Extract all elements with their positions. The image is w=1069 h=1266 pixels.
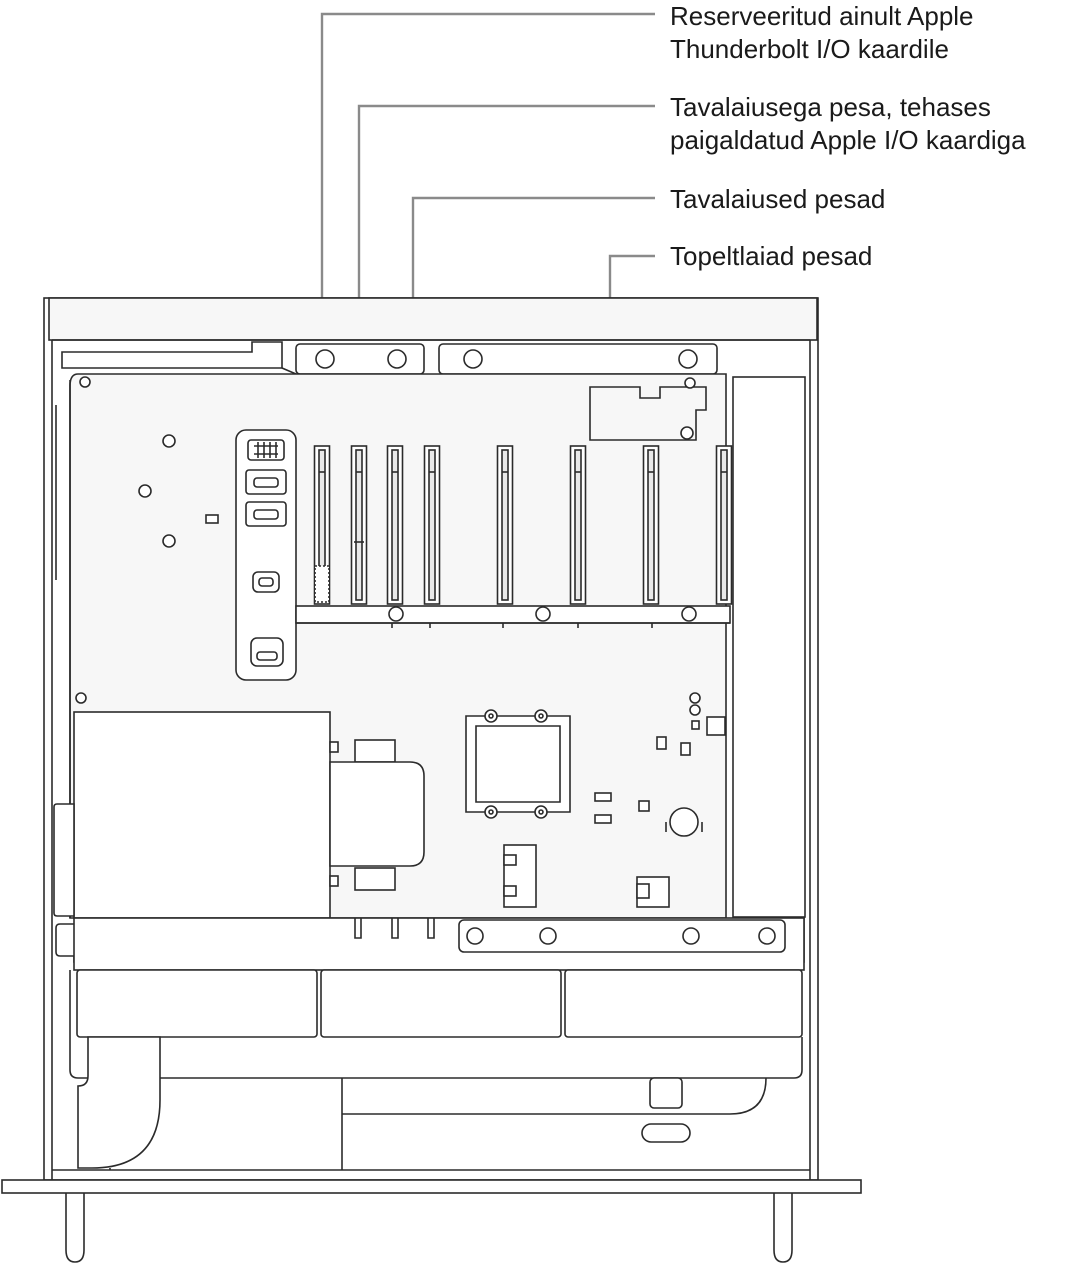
callout-line: Reserveeritud ainult Apple bbox=[670, 1, 974, 31]
pcie-slot bbox=[386, 445, 404, 605]
pcie-slot bbox=[350, 445, 368, 605]
pcie-slot bbox=[569, 445, 587, 605]
slot-retention-bar bbox=[295, 605, 731, 628]
pcie-slot-group bbox=[313, 445, 733, 605]
callout-line: Thunderbolt I/O kaardile bbox=[670, 34, 949, 64]
callout-thunderbolt-slot: Reserveeritud ainult Apple Thunderbolt I… bbox=[670, 0, 974, 66]
rear-io-plate bbox=[235, 429, 297, 681]
pcie-slot bbox=[715, 445, 733, 605]
storage-bays bbox=[69, 969, 803, 1079]
leader-thunderbolt bbox=[320, 12, 655, 436]
bottom-fan-duct bbox=[52, 1036, 810, 1171]
callout-line: Topeltlaiad pesad bbox=[670, 241, 873, 271]
board-components bbox=[503, 692, 726, 908]
callout-line: Tavalaiusega pesa, tehases bbox=[670, 92, 991, 122]
pcie-slot bbox=[423, 445, 441, 605]
power-supply bbox=[53, 711, 425, 919]
right-side-panel bbox=[732, 376, 806, 918]
top-rail bbox=[61, 341, 718, 375]
callout-double-wide-slots: Topeltlaiad pesad bbox=[670, 240, 872, 273]
callout-line: paigaldatud Apple I/O kaardiga bbox=[670, 125, 1026, 155]
callout-standard-slots: Tavalaiused pesad bbox=[670, 183, 885, 216]
callout-line: Tavalaiused pesad bbox=[670, 184, 886, 214]
lower-rail bbox=[55, 917, 805, 971]
pcie-slot bbox=[313, 445, 331, 605]
callout-io-card-slot: Tavalaiusega pesa, tehases paigaldatud A… bbox=[670, 91, 1026, 157]
pcie-slot bbox=[642, 445, 660, 605]
cpu-socket bbox=[465, 709, 571, 819]
pcie-slot bbox=[496, 445, 514, 605]
